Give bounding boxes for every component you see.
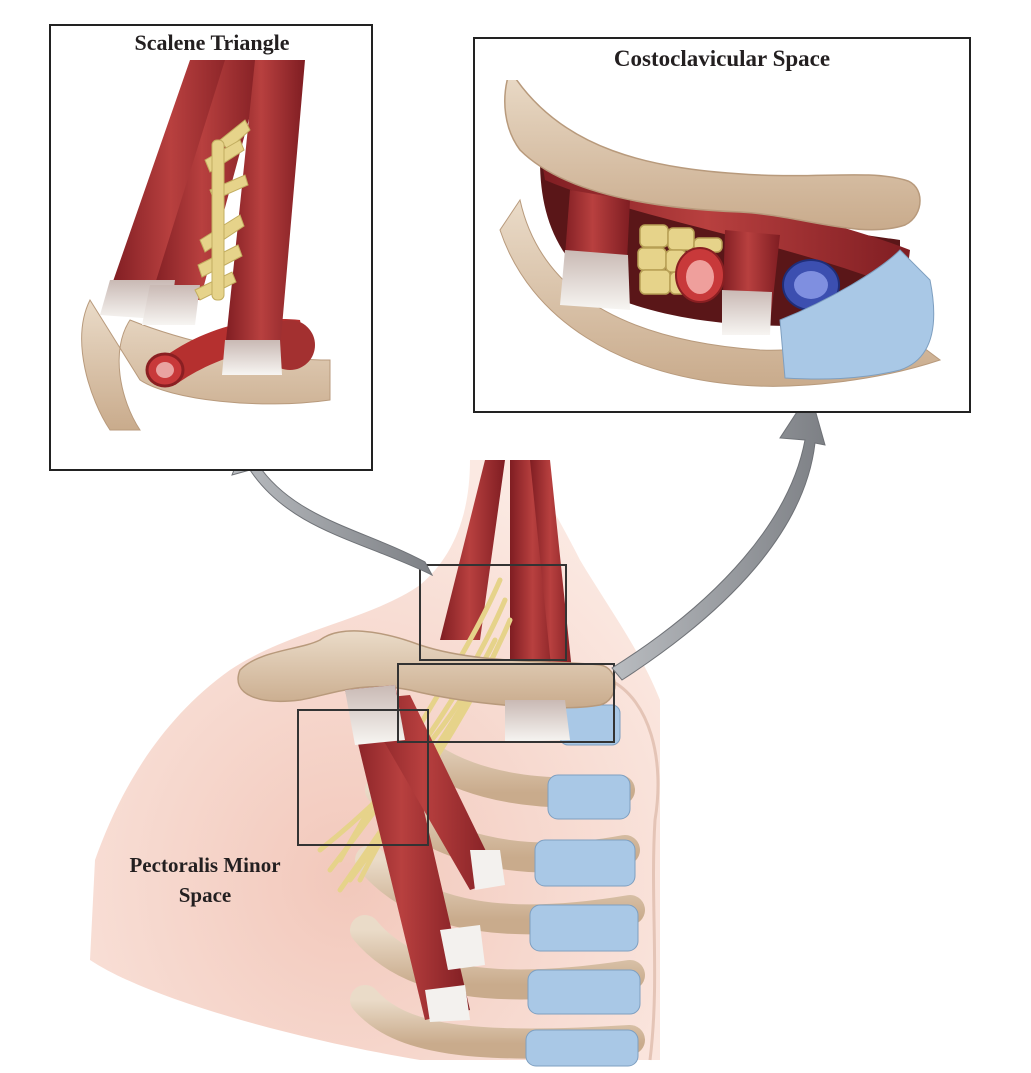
torso-edge — [609, 678, 660, 1061]
label-line: Space — [178, 883, 232, 907]
costoclavicular-region-box — [397, 663, 615, 743]
cartilage — [525, 1029, 639, 1067]
clavicle — [504, 80, 921, 231]
scalene-triangle-inset — [49, 24, 373, 471]
scalene-region-box — [419, 564, 567, 661]
cartilage — [779, 249, 935, 380]
pectoralis-region-box — [297, 709, 429, 846]
cartilage — [527, 969, 641, 1015]
costoclavicular-space-inset — [473, 37, 971, 413]
neck-scalene-muscles — [440, 460, 575, 705]
cartilage — [529, 904, 639, 952]
label-line: Pectoralis Minor — [129, 853, 281, 877]
first-rib — [499, 198, 942, 387]
scalene-tendon — [505, 700, 570, 742]
cartilage — [547, 774, 631, 820]
pectoralis-minor — [345, 685, 505, 1022]
label-scalene-triangle: Scalene Triangle — [134, 30, 290, 55]
label-costoclavicular-space: Costoclavicular Space — [613, 46, 831, 71]
label-pectoralis-minor-space: Pectoralis Minor Space — [90, 850, 320, 910]
cartilage — [534, 839, 636, 887]
arrow-to-costoclavicular — [611, 390, 826, 681]
main-illustration — [90, 460, 660, 1067]
